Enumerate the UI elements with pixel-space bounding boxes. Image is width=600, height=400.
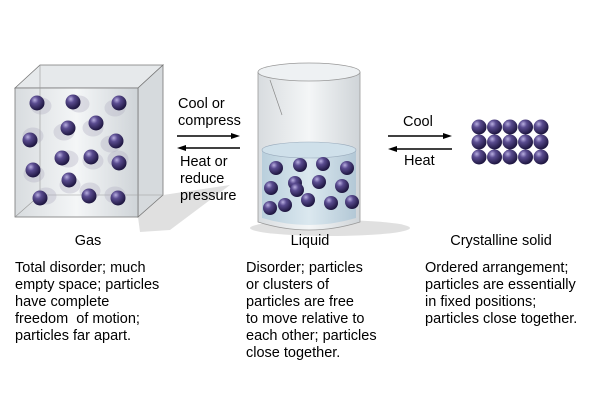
- description-line: in fixed positions;: [425, 294, 537, 310]
- particle: [290, 183, 304, 197]
- description-line: Disorder; particles: [246, 260, 363, 276]
- description-line: empty space; particles: [15, 277, 160, 293]
- particle: [110, 190, 126, 206]
- heat-label: Heat: [404, 153, 435, 169]
- particle: [111, 95, 127, 111]
- particle: [301, 193, 315, 207]
- particle: [32, 190, 48, 206]
- liquid-beaker: [250, 62, 410, 236]
- particle: [29, 95, 45, 111]
- label-line: Cool or: [178, 96, 225, 112]
- crystalline-solid-particles: [471, 119, 549, 165]
- particle: [312, 175, 326, 189]
- particle: [278, 198, 292, 212]
- particle: [471, 134, 487, 150]
- particle: [264, 181, 278, 195]
- cool-or-compress-label: Cool or compress: [178, 96, 241, 130]
- gas-description: Total disorder; much empty space; partic…: [15, 260, 159, 345]
- particle: [518, 149, 533, 165]
- particle: [324, 196, 338, 210]
- particle: [487, 134, 502, 150]
- description-line: or clusters of: [246, 277, 329, 293]
- particle: [487, 119, 502, 135]
- particle: [65, 94, 81, 110]
- particle: [335, 179, 349, 193]
- particle: [533, 119, 549, 135]
- gas-container: [13, 64, 230, 232]
- description-line: have complete: [15, 294, 110, 310]
- particle: [25, 162, 41, 178]
- description-line: particles are free: [246, 294, 354, 310]
- particle: [269, 161, 283, 175]
- cool-label: Cool: [403, 114, 433, 130]
- arrows: [177, 133, 452, 152]
- liquid-description: Disorder; particles or clusters of parti…: [246, 260, 377, 362]
- particle: [61, 172, 77, 188]
- liquid-title: Liquid: [290, 233, 330, 249]
- particle: [340, 161, 354, 175]
- description-line: particles are essentially: [425, 277, 576, 293]
- particle: [518, 134, 533, 150]
- description-line: each other; particles: [246, 328, 377, 344]
- particle: [111, 155, 127, 171]
- particle: [263, 201, 277, 215]
- label-line: compress: [178, 113, 241, 129]
- description-line: Ordered arrangement;: [425, 260, 569, 276]
- particle: [533, 134, 549, 150]
- particle: [502, 134, 518, 150]
- particle: [471, 149, 487, 165]
- description-line: Total disorder; much: [15, 260, 146, 276]
- description-line: freedom of motion;: [15, 311, 140, 327]
- particle: [316, 157, 330, 171]
- particle: [81, 188, 97, 204]
- description-line: particles far apart.: [15, 328, 132, 344]
- particle: [60, 120, 76, 136]
- particle: [345, 195, 359, 209]
- particle: [83, 149, 99, 165]
- label-line: pressure: [180, 188, 237, 204]
- particle: [502, 119, 518, 135]
- particle: [108, 133, 124, 149]
- description-line: particles close together.: [425, 311, 578, 327]
- particle: [533, 149, 549, 165]
- description-line: to move relative to: [246, 311, 365, 327]
- solid-description: Ordered arrangement; particles are essen…: [425, 260, 577, 328]
- heat-or-reduce-pressure-label: Heat or reduce pressure: [180, 154, 236, 205]
- particle: [518, 119, 533, 135]
- particle: [88, 115, 104, 131]
- particle: [487, 149, 502, 165]
- label-line: reduce: [180, 171, 225, 187]
- particle: [293, 158, 307, 172]
- particle: [54, 150, 70, 166]
- particle: [471, 119, 487, 135]
- particle: [22, 132, 38, 148]
- solid-title: Crystalline solid: [450, 233, 552, 249]
- label-line: Heat or: [180, 154, 228, 170]
- description-line: close together.: [246, 345, 341, 361]
- gas-title: Gas: [74, 233, 102, 249]
- particle: [502, 149, 518, 165]
